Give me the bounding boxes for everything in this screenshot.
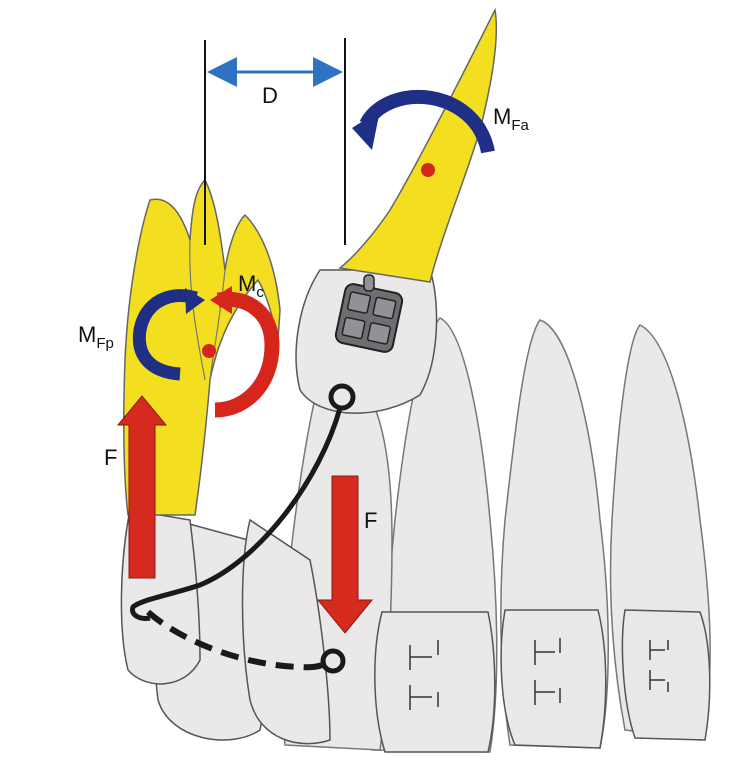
canine-tooth — [296, 10, 496, 413]
dimension-d: D — [205, 38, 345, 245]
moment-posterior-label: MFp — [78, 322, 114, 352]
center-of-resistance-premolar — [202, 344, 216, 358]
canine-root — [340, 10, 496, 282]
distance-label: D — [262, 83, 278, 108]
tooth-pad-center-right — [375, 612, 495, 752]
bracket-hook — [364, 275, 374, 291]
tooth-pad-right — [501, 610, 606, 748]
moment-anterior-label: MFa — [493, 104, 529, 134]
tooth-pad-far-right — [622, 610, 709, 740]
force-left-label: F — [104, 445, 117, 470]
center-of-resistance-canine — [421, 163, 435, 177]
force-right-label: F — [364, 508, 377, 533]
